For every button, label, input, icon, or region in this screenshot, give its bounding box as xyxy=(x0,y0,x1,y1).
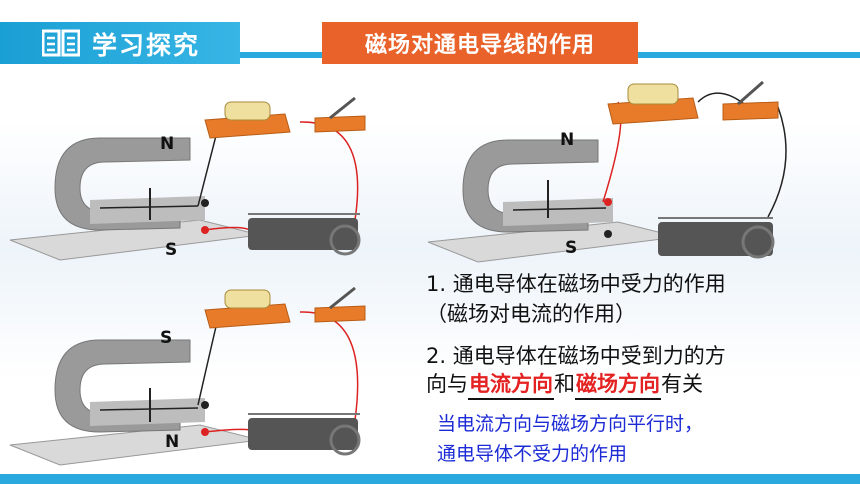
pole-label: N xyxy=(165,432,180,452)
point-2-connector: 和 xyxy=(554,372,575,396)
experiment-apparatus-1 xyxy=(9,96,366,261)
answer-magnetic-field-direction: 磁场方向 xyxy=(575,368,661,400)
point-2-suffix: 有关 xyxy=(661,372,703,396)
footer-bar xyxy=(0,474,860,484)
note-line-2: 通电导体不受力的作用 xyxy=(437,443,628,465)
pole-label: S xyxy=(565,238,578,258)
topic-banner: 磁场对通电导线的作用 xyxy=(322,22,638,64)
pole-label: N xyxy=(560,130,575,150)
book-icon xyxy=(42,29,80,57)
header-banner: 学习探究 xyxy=(0,22,240,64)
experiment-apparatus-3 xyxy=(9,286,366,466)
answer-current-direction: 电流方向 xyxy=(468,368,554,400)
point-2-line-1: 2. 通电导体在磁场中受到力的方 xyxy=(426,344,726,368)
pole-label: S xyxy=(160,328,173,348)
pole-label: S xyxy=(165,240,178,260)
point-1-line-2: （磁场对电流的作用） xyxy=(426,302,636,326)
point-2-prefix: 向与 xyxy=(426,372,468,396)
section-title: 学习探究 xyxy=(92,31,201,60)
experiment-apparatus-2 xyxy=(427,80,787,263)
pole-label: N xyxy=(160,134,175,154)
note-line-1: 当电流方向与磁场方向平行时， xyxy=(437,413,704,435)
point-2-line-2: 向与电流方向和磁场方向有关 xyxy=(426,368,703,400)
point-1-line-1: 1. 通电导体在磁场中受力的作用 xyxy=(426,272,726,296)
